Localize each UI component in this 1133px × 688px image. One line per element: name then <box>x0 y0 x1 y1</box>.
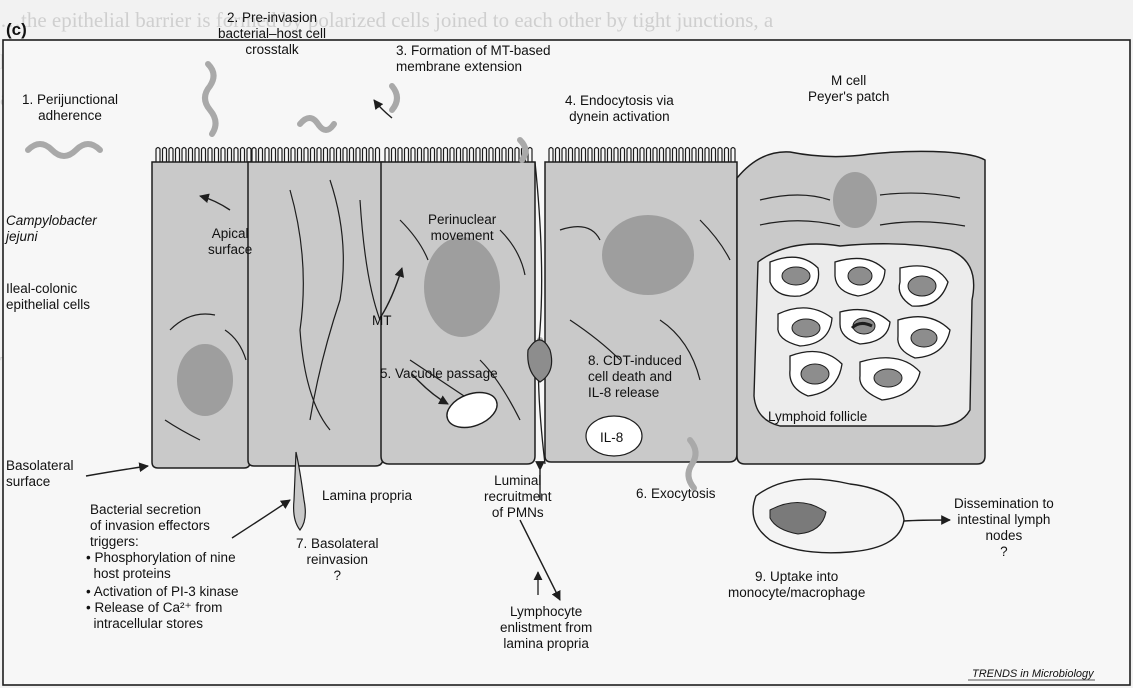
label-il8: IL-8 <box>600 430 623 446</box>
nucleus-cell-1 <box>177 344 233 416</box>
label-vacuole-passage: 5. Vacuole passage <box>380 366 498 382</box>
label-bacterial-secretion: Bacterial secretion of invasion effector… <box>90 502 210 550</box>
label-mt: MT <box>372 313 392 329</box>
label-perijunctional-adherence: 1. Perijunctional adherence <box>22 92 118 124</box>
label-uptake-macrophage: 9. Uptake into monocyte/macrophage <box>728 569 865 601</box>
label-bullet-calcium: • Release of Ca²⁺ from intracellular sto… <box>86 600 222 632</box>
epithelial-cell-2 <box>248 162 383 466</box>
label-perinuclear-movement: Perinuclear movement <box>428 212 496 244</box>
label-mt-membrane-extension: 3. Formation of MT-based membrane extens… <box>396 43 551 75</box>
panel-label: (c) <box>6 22 27 38</box>
label-lymphocyte-enlistment: Lymphocyte enlistment from lamina propri… <box>500 604 592 652</box>
nucleus-cell-3 <box>424 237 500 337</box>
label-basolateral-surface: Basolateral surface <box>6 458 74 490</box>
label-campylobacter: Campylobacter jejuni <box>6 213 97 245</box>
label-lamina-propria: Lamina propria <box>322 488 412 504</box>
label-dissemination: Dissemination to intestinal lymph nodes … <box>954 496 1054 560</box>
source-credit: TRENDS in Microbiology <box>972 666 1094 682</box>
label-exocytosis: 6. Exocytosis <box>636 486 716 502</box>
label-cdt-cell-death: 8. CDT-induced cell death and IL-8 relea… <box>588 353 682 401</box>
label-apical-surface: Apical surface <box>208 226 252 258</box>
epithelial-cell-4 <box>545 162 737 462</box>
label-m-cell: M cell Peyer's patch <box>808 73 889 105</box>
label-endocytosis: 4. Endocytosis via dynein activation <box>565 93 674 125</box>
label-luminal-recruitment: Luminal recruitment of PMNs <box>484 473 552 521</box>
nucleus-cell-4 <box>602 215 694 295</box>
epithelial-cell-1 <box>152 162 250 468</box>
label-pre-invasion-crosstalk: 2. Pre-invasion bacterial–host cell cros… <box>218 10 326 58</box>
label-bullet-pi3-kinase: • Activation of PI-3 kinase <box>86 584 239 600</box>
label-ileal-colonic: Ileal-colonic epithelial cells <box>6 281 90 313</box>
label-basolateral-reinvasion: 7. Basolateral reinvasion ? <box>296 536 379 584</box>
label-bullet-phosphorylation: • Phosphorylation of nine host proteins <box>86 550 236 582</box>
nucleus-m-cell <box>833 172 877 228</box>
label-lymphoid-follicle: Lymphoid follicle <box>768 409 867 425</box>
